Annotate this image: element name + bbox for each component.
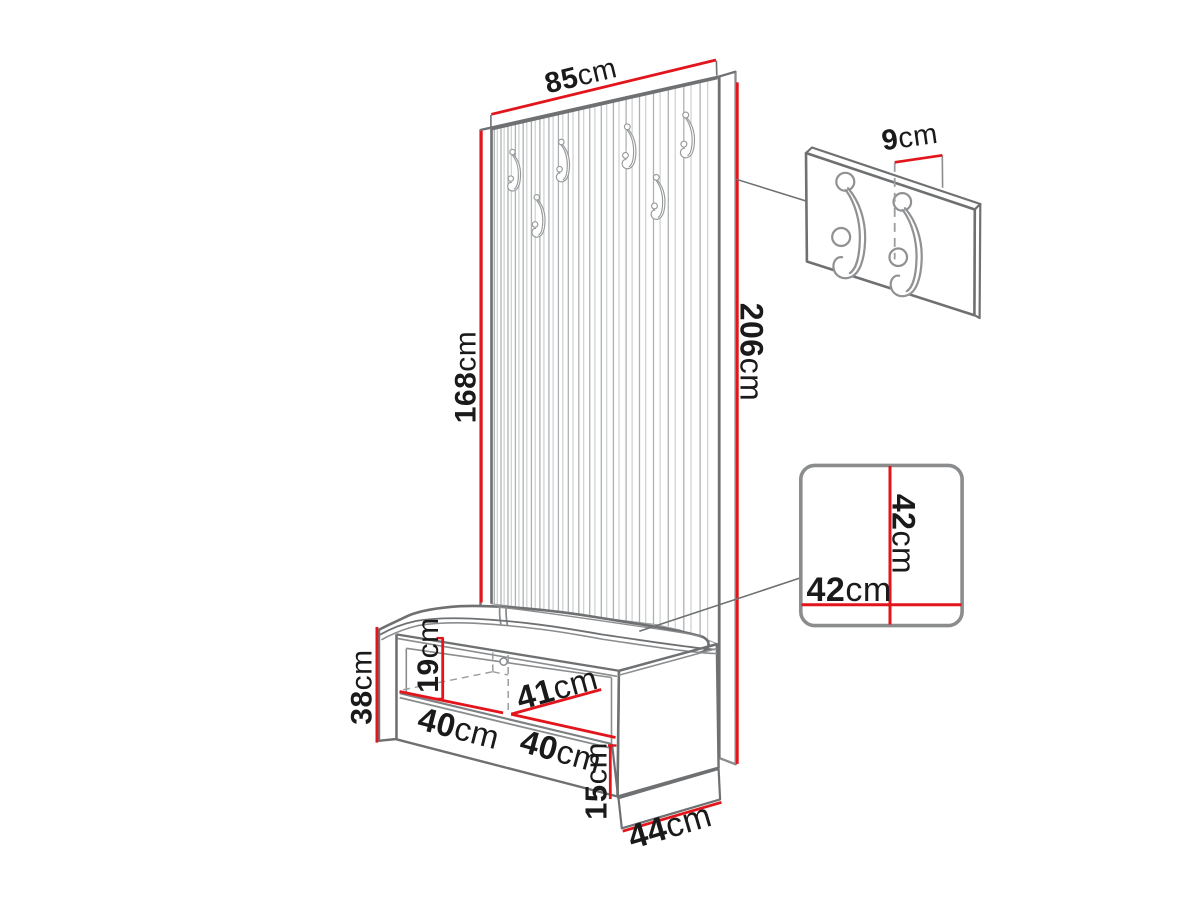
svg-text:15cm: 15cm	[579, 742, 614, 820]
svg-text:9cm: 9cm	[880, 118, 940, 158]
svg-text:41cm: 41cm	[512, 659, 602, 717]
svg-text:19cm: 19cm	[412, 617, 445, 692]
svg-text:168cm: 168cm	[450, 331, 483, 424]
svg-text:42cm: 42cm	[807, 571, 892, 609]
svg-text:42cm: 42cm	[886, 494, 922, 574]
svg-text:206cm: 206cm	[734, 303, 770, 402]
svg-text:38cm: 38cm	[346, 649, 379, 724]
